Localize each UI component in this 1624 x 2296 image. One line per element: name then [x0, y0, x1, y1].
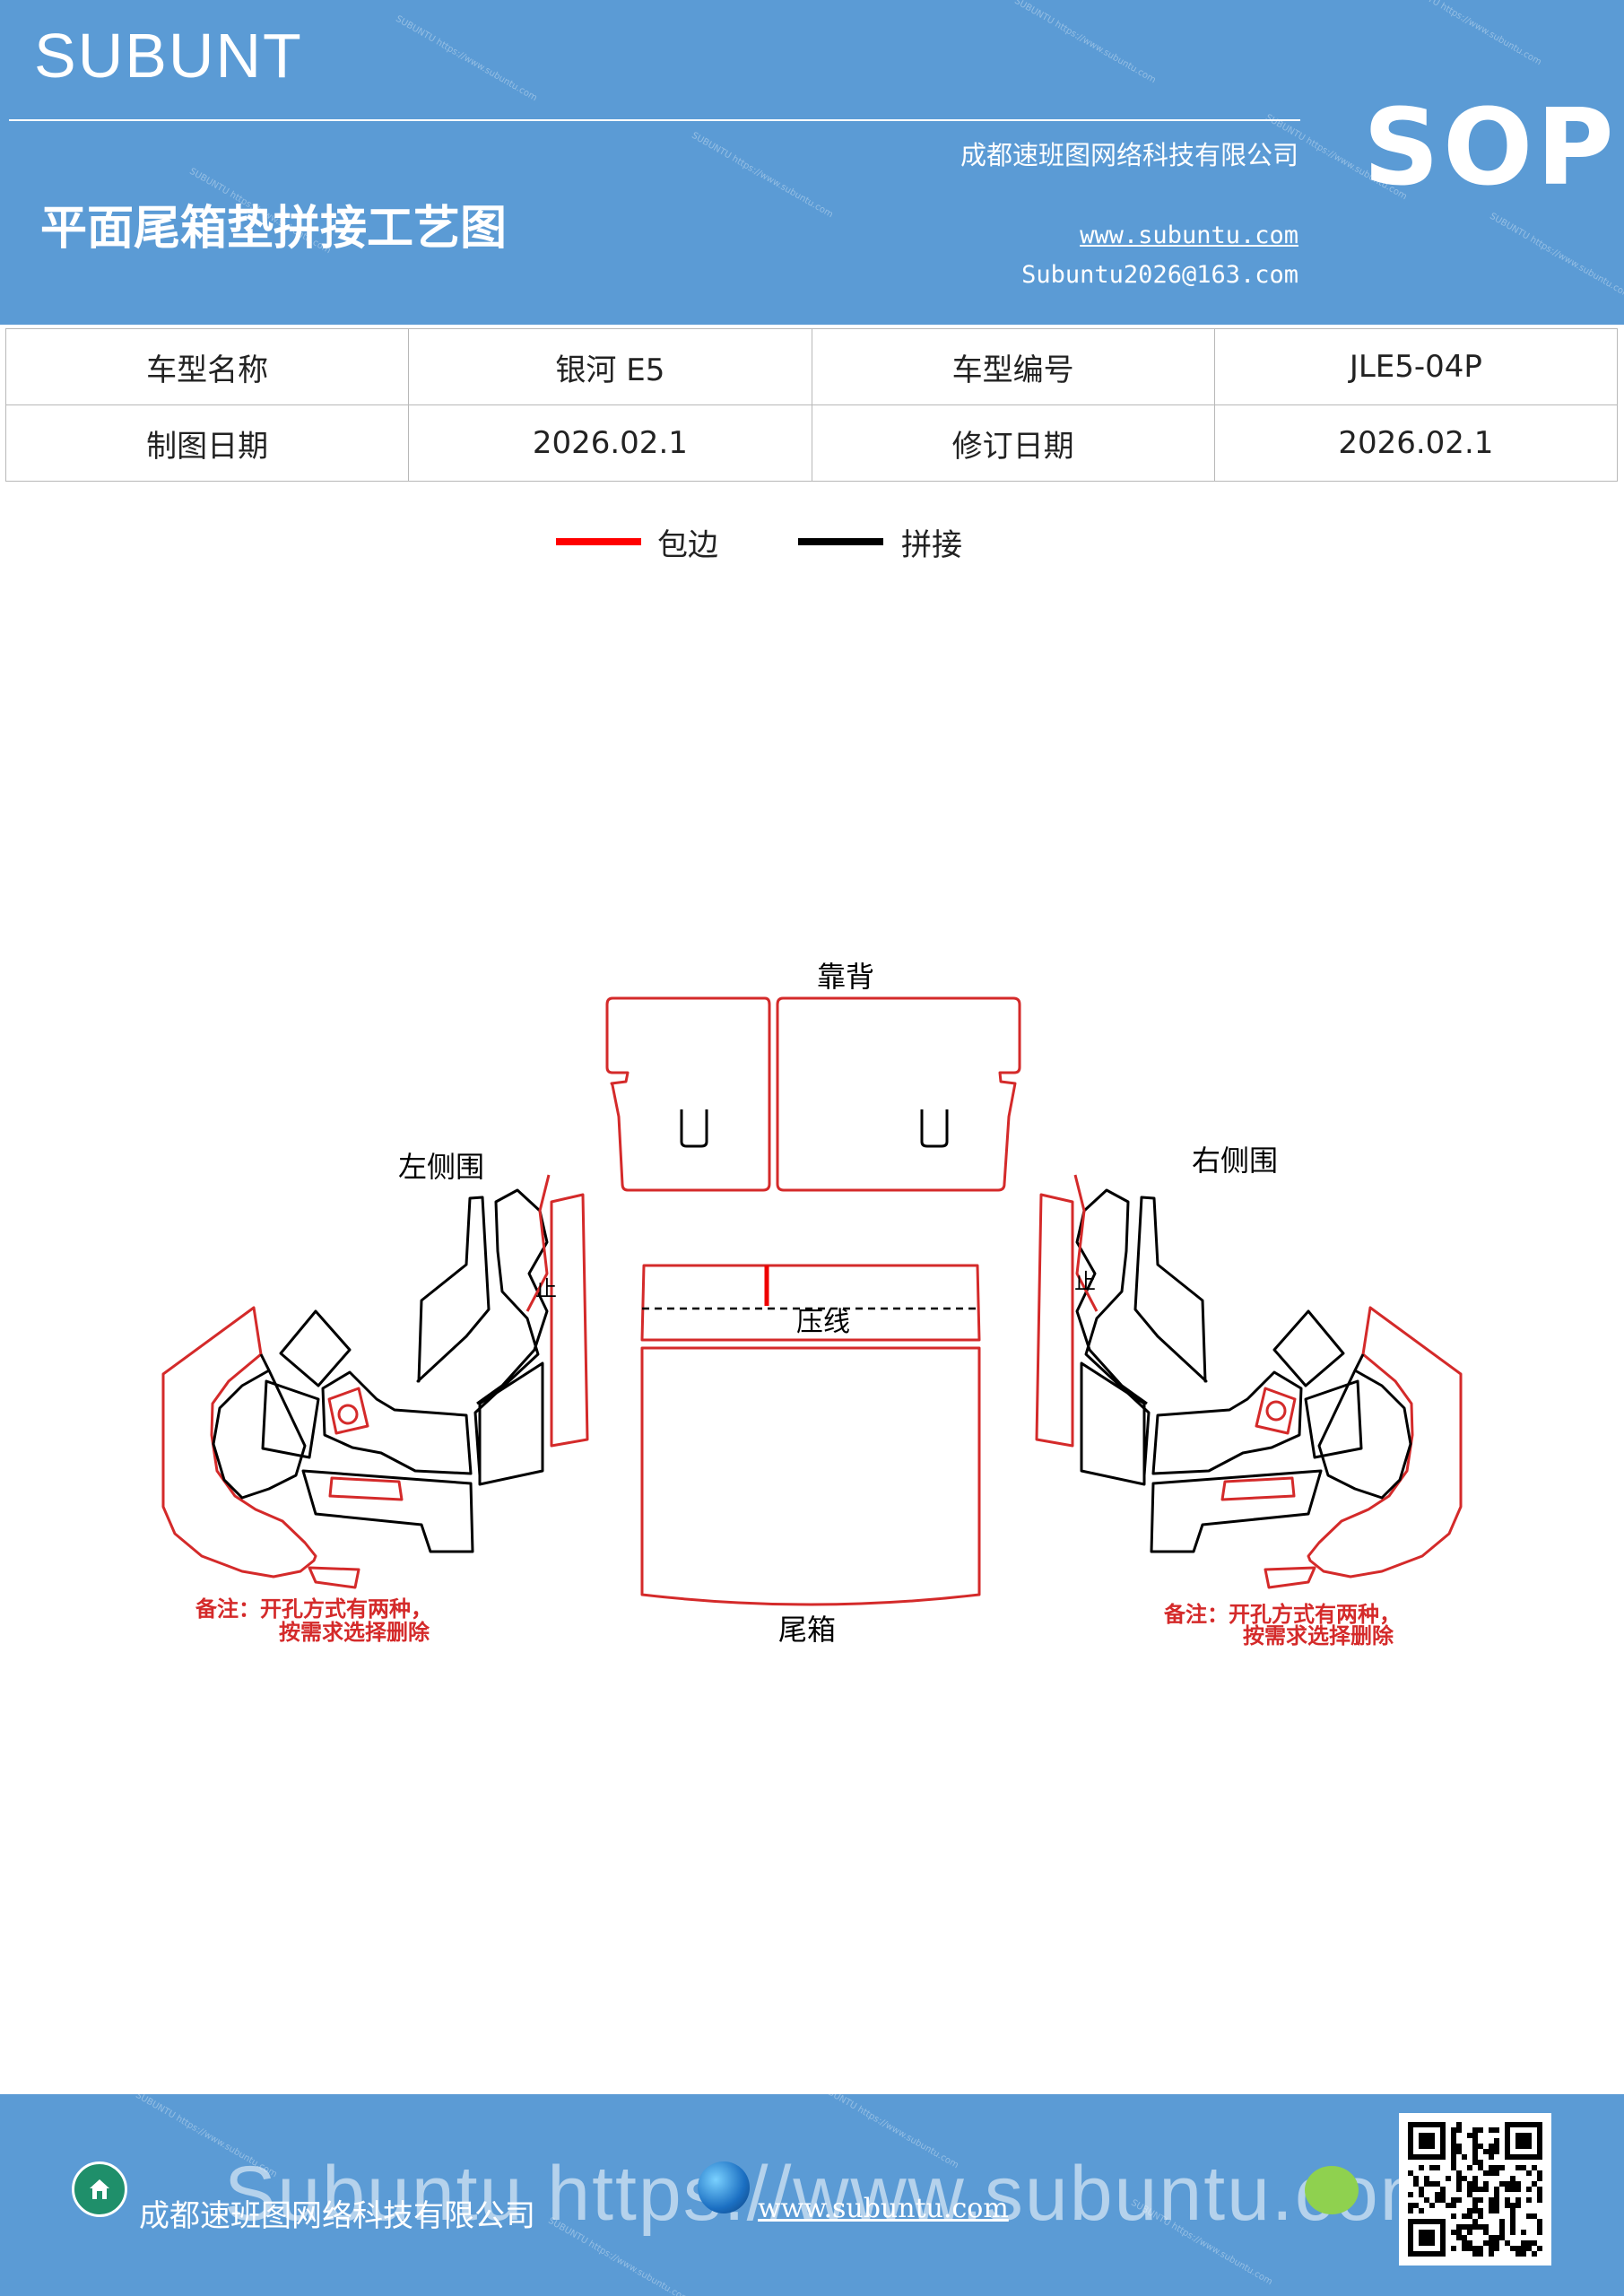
legend-edge-swatch [556, 538, 641, 545]
model-name-value: 银河 E5 [408, 328, 812, 405]
home-icon[interactable] [72, 2161, 127, 2217]
backrest-label: 靠背 [817, 960, 874, 994]
footer-company-name: 成都速班图网络科技有限公司 [139, 2198, 535, 2234]
legend-splice-swatch [798, 538, 883, 545]
model-code-label: 车型编号 [811, 328, 1215, 405]
table-row: 车型名称 银河 E5 车型编号 JLE5-04P [4, 328, 1619, 405]
qr-code-pattern [1408, 2122, 1542, 2257]
draw-date-label: 制图日期 [4, 404, 410, 482]
backrest-right-panel [776, 996, 1021, 1192]
legend-edge-label: 包边 [657, 527, 718, 563]
trunk-center-panel [640, 1264, 981, 1606]
vehicle-info-table: 车型名称 银河 E5 车型编号 JLE5-04P 制图日期 2026.02.1 … [4, 328, 1619, 482]
press-line-label: 压线 [796, 1307, 850, 1338]
model-code-value: JLE5-04P [1213, 328, 1619, 405]
model-name-label: 车型名称 [4, 328, 410, 405]
left-side-label: 左侧围 [398, 1150, 484, 1184]
website-link[interactable]: www.subuntu.com [1080, 222, 1298, 249]
right-side-label: 右侧围 [1192, 1144, 1278, 1178]
revise-date-value: 2026.02.1 [1213, 404, 1619, 482]
footer-banner: SUBUNTU https://www.subuntu.com SUBUNTU … [0, 2094, 1624, 2296]
draw-date-value: 2026.02.1 [408, 404, 812, 482]
right-side-panels [1035, 1174, 1463, 1589]
header-banner: SUBUNTU https://www.subuntu.com SUBUNTU … [0, 0, 1624, 325]
legend: 包边 拼接 [0, 520, 1624, 574]
globe-icon[interactable] [698, 2161, 750, 2213]
table-row: 制图日期 2026.02.1 修订日期 2026.02.1 [4, 404, 1619, 482]
note-right-line2: 按需求选择删除 [1243, 1623, 1394, 1648]
footer-watermark: Subuntu https://www.subuntu.com [224, 2151, 1446, 2237]
wechat-icon[interactable] [1305, 2166, 1359, 2214]
company-name: 成都速班图网络科技有限公司 [960, 140, 1298, 170]
contact-email[interactable]: Subuntu2026@163.com [1021, 261, 1298, 289]
note-left-line1: 备注：开孔方式有两种， [195, 1596, 432, 1622]
note-left-line2: 按需求选择删除 [279, 1620, 430, 1645]
note-right-line1: 备注：开孔方式有两种， [1163, 1602, 1401, 1627]
left-side-panels [161, 1174, 589, 1589]
footer-website-link[interactable]: www.subuntu.com [758, 2193, 1009, 2224]
stop-label-right: 止 [1074, 1269, 1096, 1294]
hole-marker-right [1265, 1400, 1287, 1422]
header-divider [9, 119, 1300, 121]
backrest-left-panel [605, 996, 771, 1192]
stop-label-left: 止 [535, 1276, 557, 1301]
sop-badge: SOP [1363, 85, 1618, 209]
brand-logo-text: SUBUNT [34, 21, 303, 91]
legend-splice-label: 拼接 [901, 527, 962, 563]
qr-code[interactable] [1399, 2113, 1551, 2266]
revise-date-label: 修订日期 [811, 404, 1215, 482]
trunk-label: 尾箱 [778, 1613, 836, 1647]
hole-marker-left [337, 1404, 359, 1425]
page-title: 平面尾箱垫拼接工艺图 [40, 201, 508, 256]
